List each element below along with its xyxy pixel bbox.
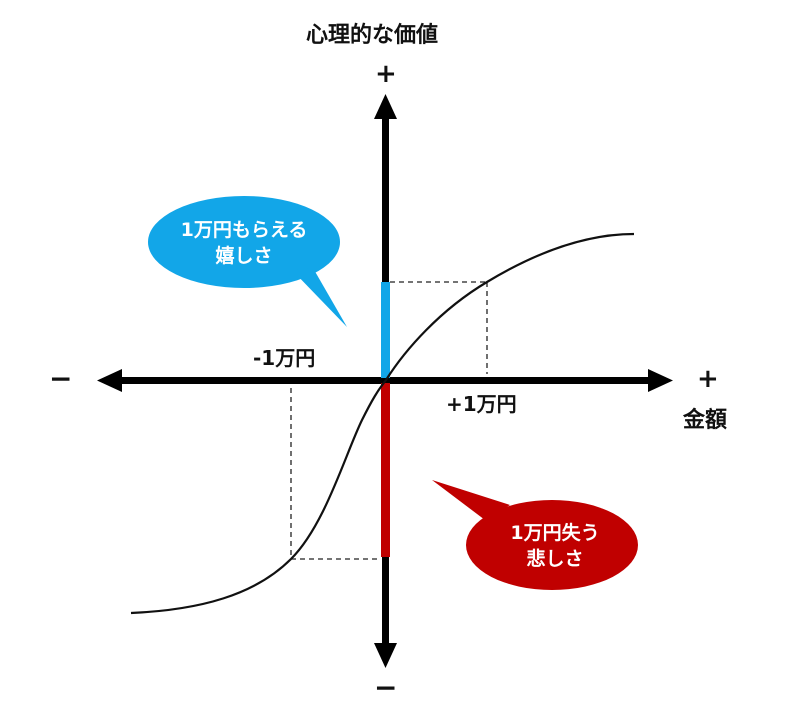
loss-bubble [432,480,638,590]
down-arrow-icon [374,643,397,668]
up-arrow-icon [374,94,397,119]
x-axis-title: 金額 [683,408,728,433]
gain-bubble [148,196,347,327]
gain-bubble-line1: 1万円もらえる [180,219,308,241]
right-arrow-icon [648,369,673,392]
loss-bar [381,383,390,557]
loss-bubble-line2: 悲しさ [526,547,584,570]
gain-bubble-text: 1万円もらえる 嬉しさ [148,218,340,269]
gain-bar [381,282,390,378]
tick-positive-label: +1万円 [446,392,517,416]
x-positive-sign: + [697,364,719,394]
tick-negative-label: -1万円 [253,346,316,370]
value-curve [130,232,635,615]
y-negative-sign: − [374,671,398,704]
y-positive-sign: + [375,59,397,89]
dashed-guides [290,281,488,560]
loss-bubble-line1: 1万円失う [510,522,600,544]
left-arrow-icon [97,369,122,392]
y-axis-title: 心理的な価値 [306,23,439,48]
loss-bubble-text: 1万円失う 悲しさ [470,521,640,572]
gain-bubble-line2: 嬉しさ [215,244,273,267]
x-negative-sign: − [49,362,73,395]
